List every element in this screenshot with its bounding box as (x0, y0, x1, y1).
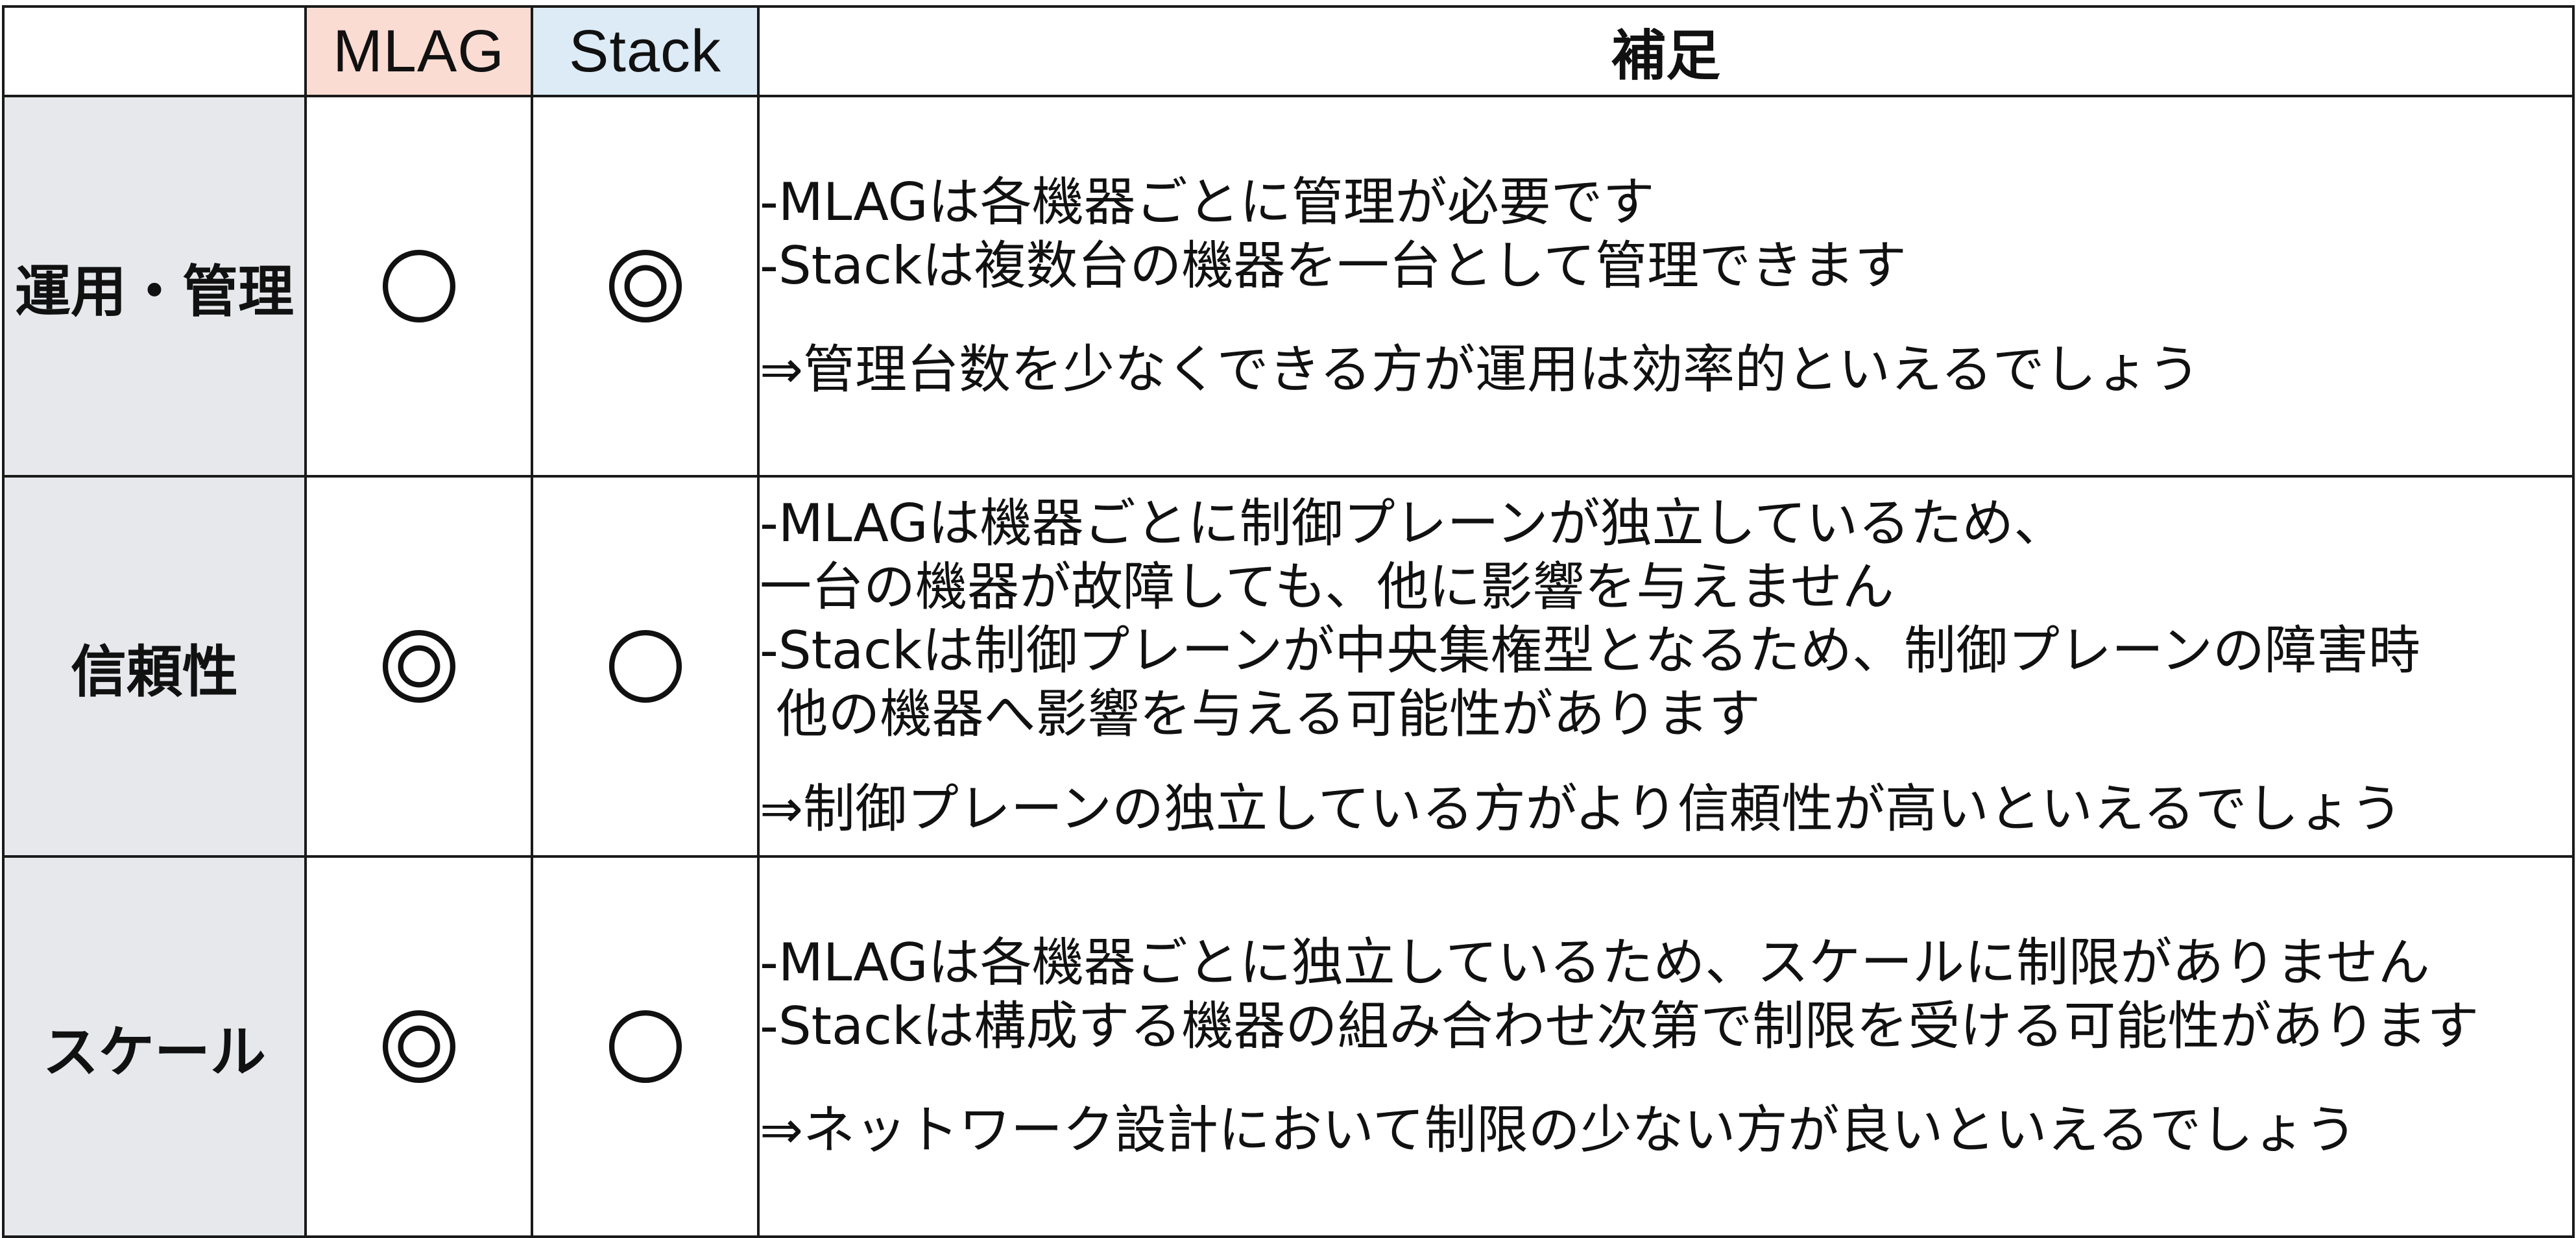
note-conclusion: ⇒管理台数を少なくできる方が運用は効率的といえるでしょう (760, 339, 2200, 400)
header-corner (2, 5, 307, 97)
mlag-mark-cell (304, 855, 533, 1238)
stack-mark-cell (531, 95, 760, 478)
note-line: -Stackは複数台の機器を一台として管理できます (760, 236, 1907, 296)
note-cell: -MLAGは各機器ごとに独立しているため、スケールに制限がありません -Stac… (757, 855, 2575, 1238)
note-line: -Stackは構成する機器の組み合わせ次第で制限を受ける可能性があります (760, 996, 2479, 1056)
double-circle-icon (607, 248, 684, 324)
note-line: -MLAGは機器ごとに制御プレーンが独立しているため、 (760, 493, 2066, 553)
double-circle-icon (381, 628, 457, 705)
row-label: 運用・管理 (2, 95, 307, 478)
note-line: -MLAGは各機器ごとに管理が必要です (760, 172, 1655, 232)
note-spacer (760, 746, 2572, 777)
note-cell: -MLAGは各機器ごとに管理が必要です -Stackは複数台の機器を一台として管… (757, 95, 2575, 478)
header-mlag: MLAG (304, 5, 533, 97)
stack-mark-cell (531, 475, 760, 858)
note-spacer (760, 298, 2572, 338)
table-row: 運用・管理 -MLAGは各機器ごとに管理が必要です -Stackは複数台の機器を… (2, 95, 2575, 478)
comparison-table: MLAG Stack 補足 運用・管理 -MLAGは各機器ごとに管理が必要です … (2, 5, 2575, 1238)
note-line: 他の機器へ影響を与える可能性があります (760, 684, 1761, 744)
table-row: スケール -MLAGは各機器ごとに独立しているため、スケールに制限がありません … (2, 855, 2575, 1238)
row-label: 信頼性 (2, 475, 307, 858)
note-line: -Stackは制御プレーンが中央集権型となるため、制御プレーンの障害時 (760, 620, 2420, 681)
note-line: 一台の機器が故障しても、他に影響を与えません (760, 557, 1894, 617)
mlag-mark-cell (304, 475, 533, 858)
header-note: 補足 (757, 5, 2575, 97)
mlag-mark-cell (304, 95, 533, 478)
note-line: -MLAGは各機器ごとに独立しているため、スケールに制限がありません (760, 932, 2430, 993)
header-stack: Stack (531, 5, 760, 97)
circle-icon (607, 628, 684, 705)
table-header-row: MLAG Stack 補足 (2, 5, 2575, 97)
note-conclusion: ⇒制御プレーンの独立している方がより信頼性が高いといえるでしょう (760, 779, 2403, 839)
circle-icon (607, 1008, 684, 1085)
double-circle-icon (381, 1008, 457, 1085)
stack-mark-cell (531, 855, 760, 1238)
row-label: スケール (2, 855, 307, 1238)
note-cell: -MLAGは機器ごとに制御プレーンが独立しているため、 一台の機器が故障しても、… (757, 475, 2575, 858)
circle-icon (381, 248, 457, 324)
note-conclusion: ⇒ネットワーク設計において制限の少ない方が良いといえるでしょう (760, 1100, 2357, 1160)
table-row: 信頼性 -MLAGは機器ごとに制御プレーンが独立しているため、 一台の機器が故障… (2, 475, 2575, 858)
note-spacer (760, 1058, 2572, 1098)
